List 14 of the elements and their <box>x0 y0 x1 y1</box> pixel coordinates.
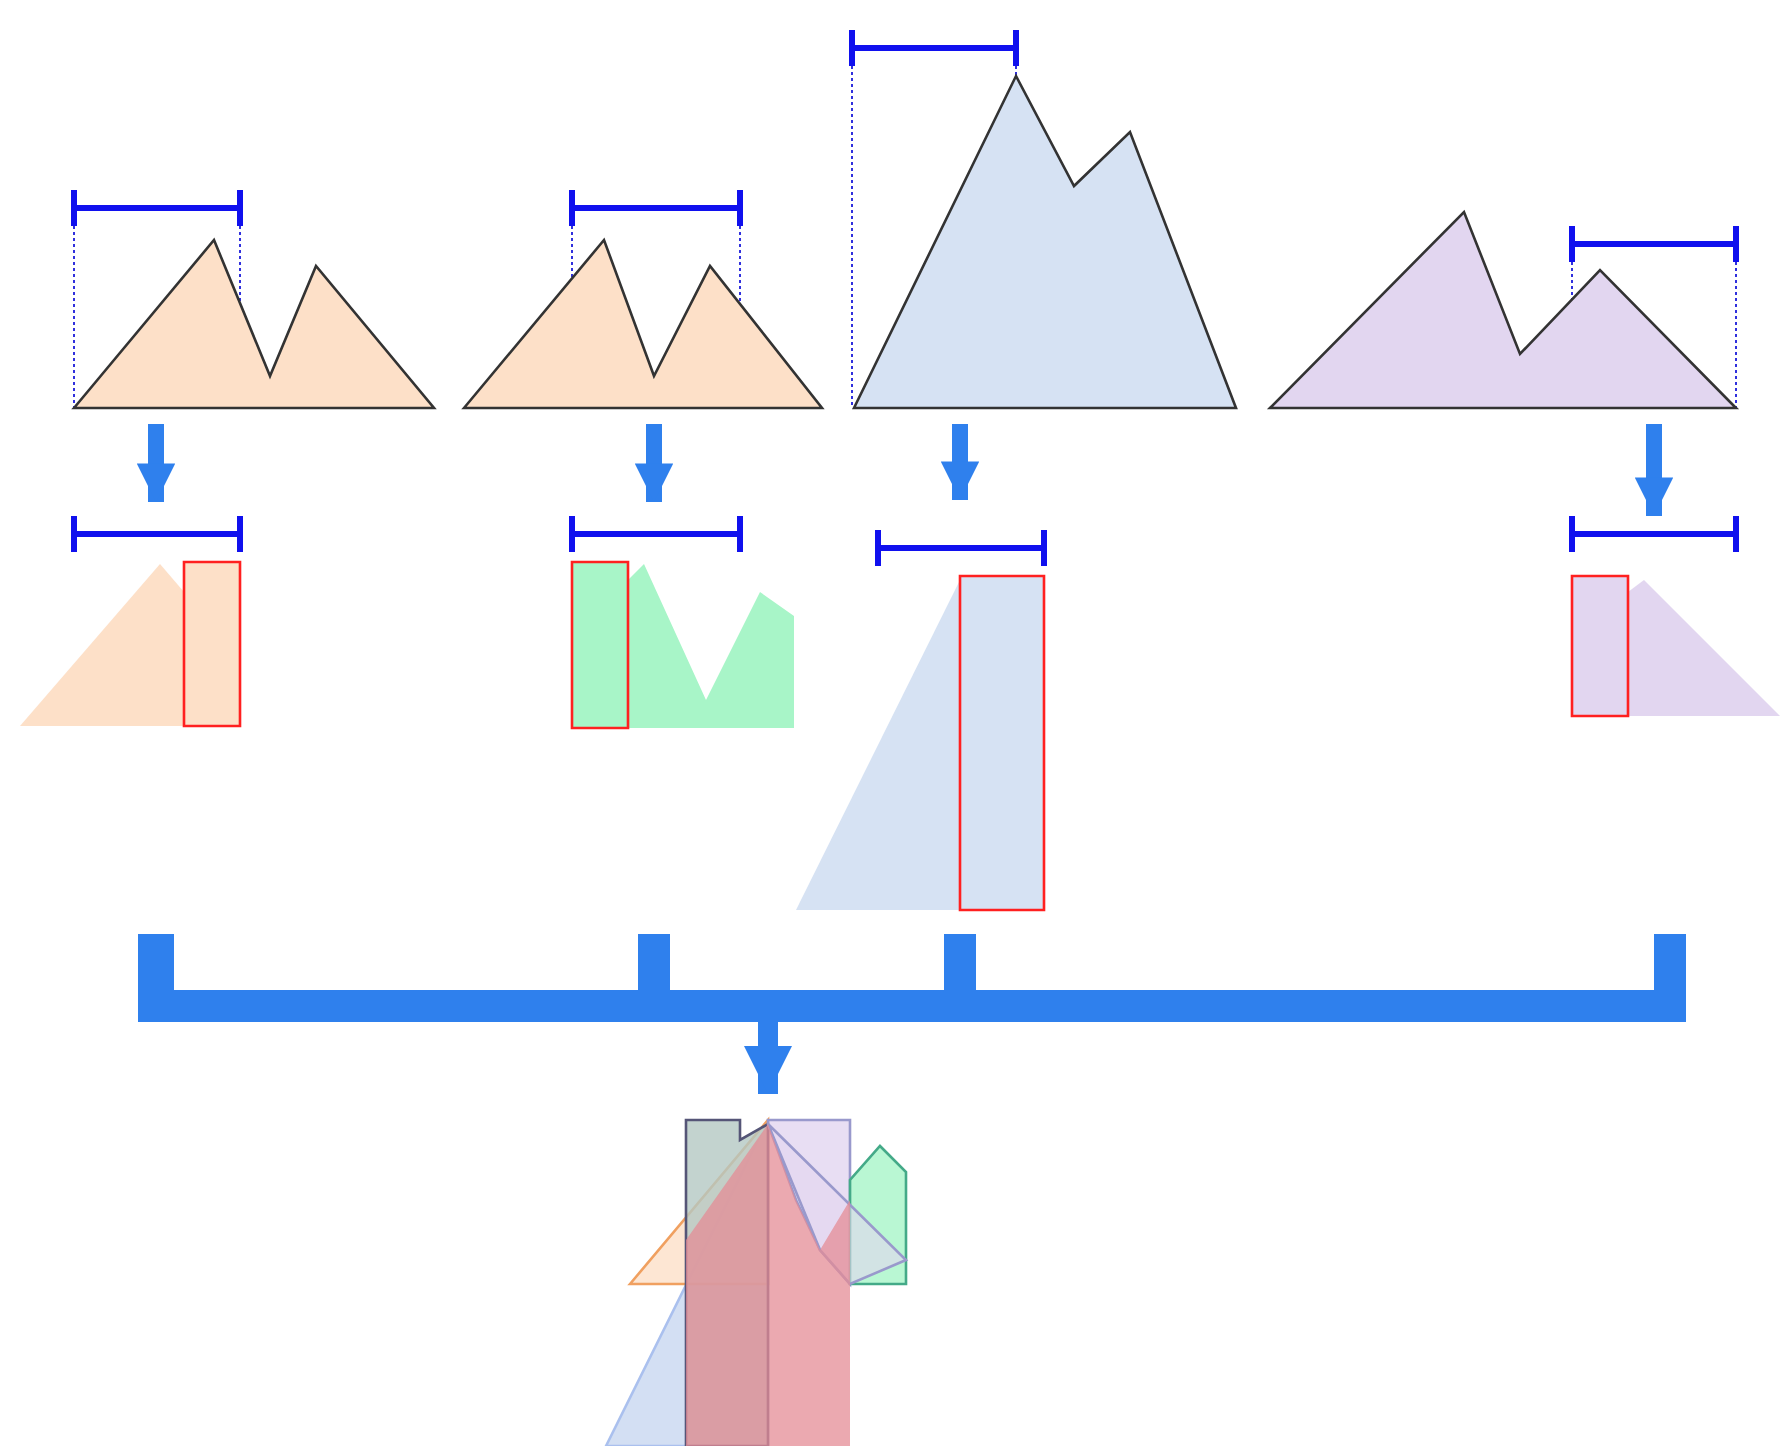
cropped-area-shape <box>796 576 1044 910</box>
peak-area-shape <box>464 240 822 408</box>
bracket-shape <box>140 936 1684 1020</box>
peak-area-shape <box>74 240 434 408</box>
peak-area-shape <box>1270 212 1736 408</box>
arrow <box>940 424 980 500</box>
arrow <box>1634 424 1674 516</box>
cropped-area-shape <box>1572 576 1780 716</box>
peak-area-shape <box>854 76 1236 408</box>
cropped-area-shape <box>20 562 240 728</box>
arrow <box>744 1020 792 1094</box>
arrow <box>634 424 674 502</box>
arrow <box>136 424 176 502</box>
cropped-area-shape <box>572 562 794 728</box>
